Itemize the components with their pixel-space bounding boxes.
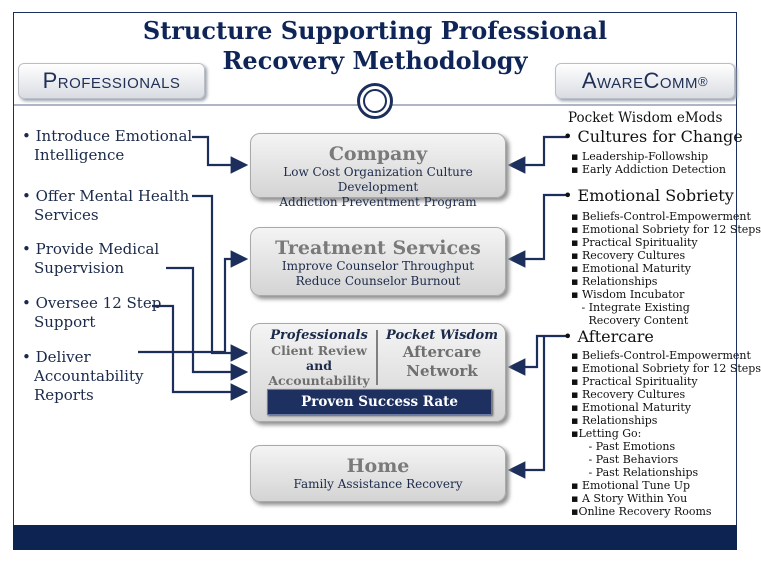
section-item: - Past Behaviors bbox=[571, 453, 679, 466]
arrow-aftercare-to-network bbox=[507, 334, 566, 376]
aftercare-text: Aftercare bbox=[402, 343, 482, 361]
left-item-text: • Offer Mental Health bbox=[22, 187, 190, 205]
section-item: ▪ Beliefs-Control-Empowerment bbox=[571, 349, 751, 362]
left-item-text: • Introduce Emotional bbox=[22, 127, 193, 145]
pocket-wisdom-heading: Pocket Wisdom bbox=[386, 328, 498, 343]
section-item: ▪ A Story Within You bbox=[571, 492, 688, 505]
arrow-cultures-to-company bbox=[507, 135, 568, 174]
accountability-text: Accountability bbox=[268, 373, 370, 388]
company-line-1: Low Cost Organization Culture Developmen… bbox=[283, 165, 473, 194]
section-item: - Integrate Existing bbox=[571, 301, 690, 314]
footer-bar bbox=[13, 525, 737, 550]
section-item: ▪ Early Addiction Detection bbox=[571, 163, 726, 176]
diagram-title: Structure Supporting Professional Recove… bbox=[120, 16, 630, 76]
left-item-text: Services bbox=[34, 206, 99, 224]
professionals-heading: Professionals bbox=[270, 328, 368, 343]
section-cultures-heading: • Cultures for Change bbox=[563, 127, 743, 146]
section-item: ▪ Emotional Sobriety for 12 Steps bbox=[571, 362, 761, 375]
arrow-aftercare-to-home bbox=[507, 336, 546, 479]
section-item: ▪ Recovery Cultures bbox=[571, 249, 686, 262]
section-item: ▪ Wisdom Incubator bbox=[571, 288, 685, 301]
section-item: ▪ Practical Spirituality bbox=[571, 236, 698, 249]
section-item: ▪ Relationships bbox=[571, 414, 658, 427]
awarecomm-label: AwareComm bbox=[581, 68, 699, 93]
pocket-wisdom-column: Pocket Wisdom Aftercare Network bbox=[383, 328, 501, 381]
section-item: ▪ Emotional Maturity bbox=[571, 262, 691, 275]
proven-success-rate-text: Proven Success Rate bbox=[301, 394, 458, 410]
title-line-2: Recovery Methodology bbox=[222, 46, 528, 75]
pocket-wisdom-emods-header: Pocket Wisdom eMods bbox=[568, 110, 723, 126]
left-item-deliver: • Deliver Accountability Reports bbox=[22, 348, 143, 405]
section-item: ▪ Emotional Tune Up bbox=[571, 479, 691, 492]
awarecomm-pill: AwareComm® bbox=[555, 63, 735, 99]
home-line-1: Family Assistance Recovery bbox=[293, 477, 463, 491]
section-item: ▪Letting Go: bbox=[571, 427, 642, 440]
section-item: Recovery Content bbox=[571, 314, 689, 327]
left-item-text: • Oversee 12 Step bbox=[22, 294, 162, 312]
and-text: and bbox=[306, 358, 332, 373]
home-title: Home bbox=[346, 455, 410, 477]
treatment-title: Treatment Services bbox=[275, 237, 481, 259]
left-item-mental-health: • Offer Mental Health Services bbox=[22, 187, 189, 225]
center-circle-icon bbox=[357, 83, 393, 119]
section-item: ▪ Relationships bbox=[571, 275, 658, 288]
section-item: ▪ Leadership-Followship bbox=[571, 150, 709, 163]
section-aftercare-heading: • Aftercare bbox=[563, 327, 654, 346]
left-item-text: Supervision bbox=[34, 259, 125, 277]
arrow-intro-to-company bbox=[192, 135, 249, 174]
section-item: - Past Relationships bbox=[571, 466, 699, 479]
professionals-label: Professionals bbox=[42, 68, 181, 93]
treatment-services-box: Treatment Services Improve Counselor Thr… bbox=[250, 227, 506, 296]
left-item-text: • Provide Medical bbox=[22, 240, 160, 258]
treatment-line-2: Reduce Counselor Burnout bbox=[295, 274, 461, 288]
section-item: ▪ Emotional Sobriety for 12 Steps bbox=[571, 223, 761, 236]
section-item: ▪Online Recovery Rooms bbox=[571, 505, 712, 518]
company-box: Company Low Cost Organization Culture De… bbox=[250, 133, 506, 209]
company-title: Company bbox=[328, 143, 428, 165]
arrow-sobriety-to-treatment bbox=[507, 193, 568, 268]
section-item: ▪ Beliefs-Control-Empowerment bbox=[571, 210, 751, 223]
section-item: ▪ Recovery Cultures bbox=[571, 388, 686, 401]
left-item-intro-emotional: • Introduce Emotional Intelligence bbox=[22, 127, 192, 165]
column-separator bbox=[376, 330, 378, 385]
professionals-column: Professionals Client Review and Accounta… bbox=[259, 328, 379, 388]
left-item-text: Accountability bbox=[34, 367, 144, 385]
professionals-pill: Professionals bbox=[18, 63, 205, 99]
title-line-1: Structure Supporting Professional bbox=[142, 16, 608, 45]
company-line-2: Addiction Preventment Program bbox=[279, 195, 477, 209]
section-item: ▪ Emotional Maturity bbox=[571, 401, 691, 414]
left-item-oversee: • Oversee 12 Step Support bbox=[22, 294, 161, 332]
registered-mark: ® bbox=[698, 73, 709, 89]
arrow-deliver-to-treatment bbox=[138, 250, 249, 354]
left-item-medical: • Provide Medical Supervision bbox=[22, 240, 159, 278]
left-item-text: • Deliver bbox=[22, 348, 91, 366]
proven-success-rate-banner: Proven Success Rate bbox=[267, 389, 492, 415]
section-item: ▪ Practical Spirituality bbox=[571, 375, 698, 388]
section-item: - Past Emotions bbox=[571, 440, 676, 453]
left-item-text: Support bbox=[34, 313, 96, 331]
network-text: Network bbox=[406, 362, 478, 380]
client-review-text: Client Review bbox=[271, 343, 367, 358]
treatment-line-1: Improve Counselor Throughput bbox=[281, 259, 475, 273]
arrow-oversee-to-aftercare bbox=[152, 304, 249, 401]
arrow-medical-to-aftercare bbox=[166, 266, 249, 381]
arrow-mental-to-aftercare bbox=[192, 194, 249, 362]
home-box: Home Family Assistance Recovery bbox=[250, 445, 506, 502]
left-item-text: Intelligence bbox=[34, 146, 125, 164]
section-sobriety-heading: • Emotional Sobriety bbox=[563, 186, 734, 205]
left-item-text: Reports bbox=[34, 386, 94, 404]
